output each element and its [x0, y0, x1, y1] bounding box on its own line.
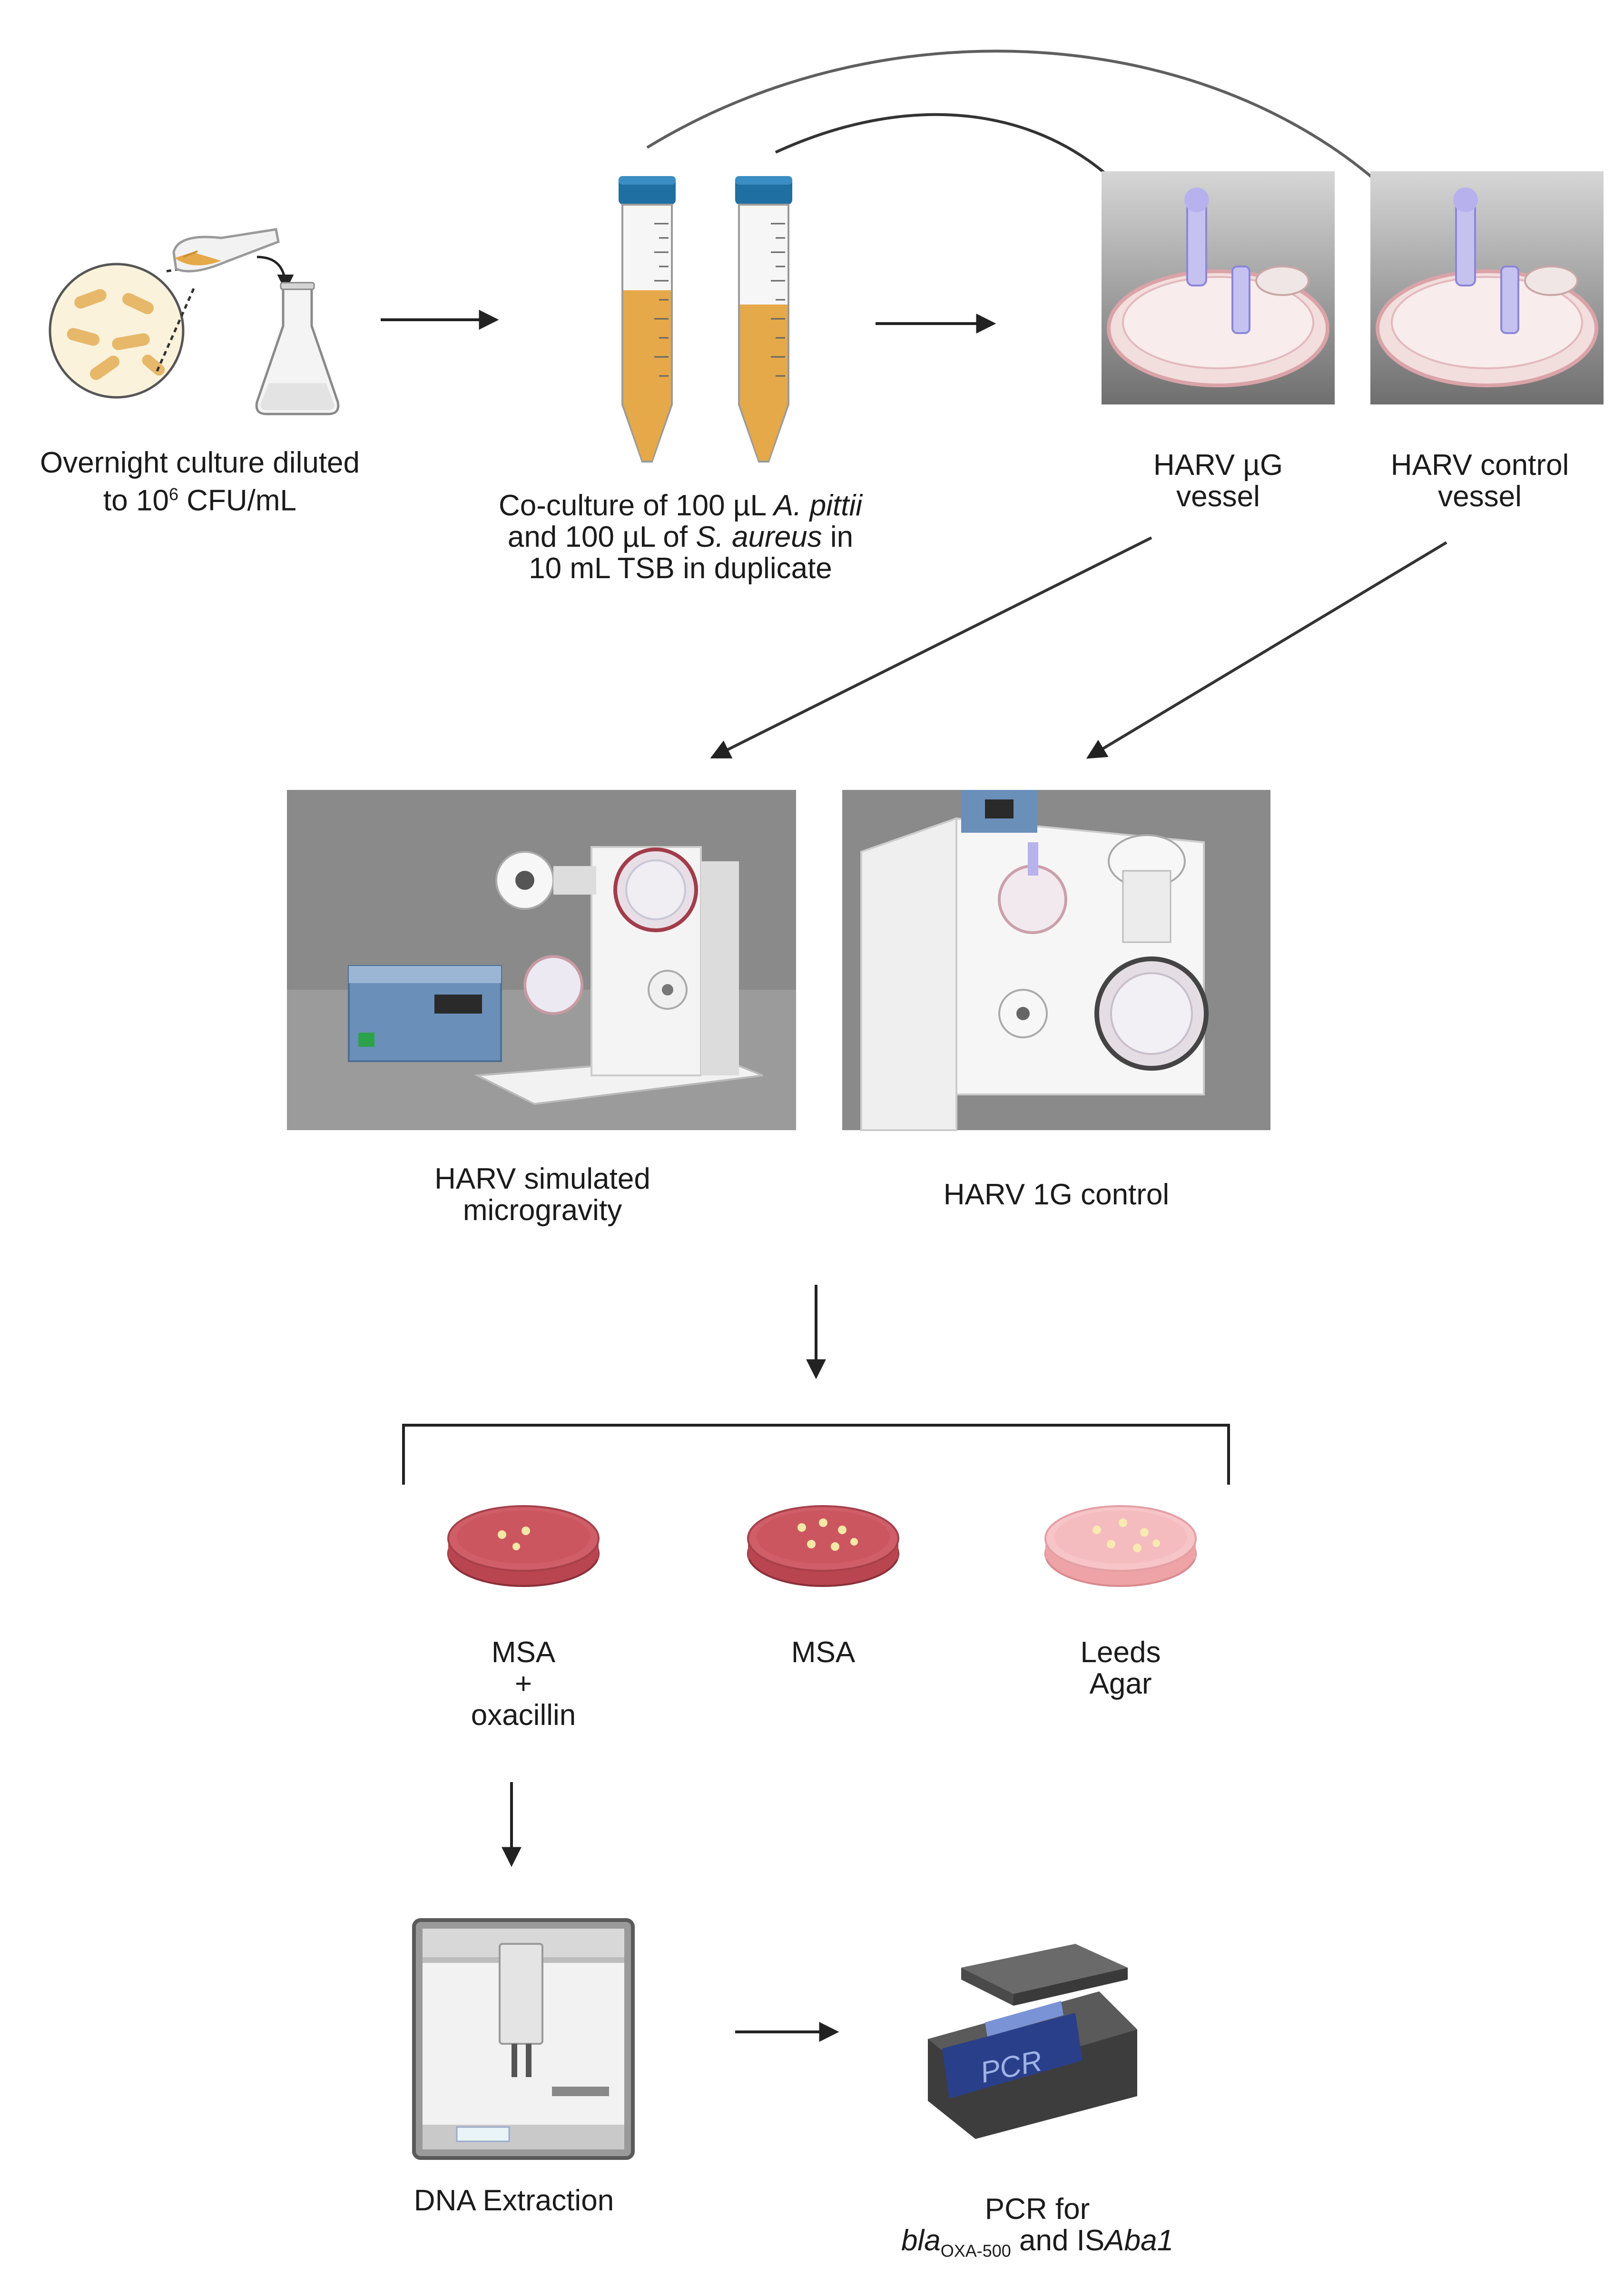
step1-label-line1: Overnight culture diluted: [39, 446, 360, 479]
plate-label-msa: MSA: [704, 1637, 942, 1668]
arrow-vessel-to-1g: [1086, 541, 1447, 759]
vessel-ug-line2: vessel: [1176, 480, 1260, 513]
arrow-vessel-to-sim: [710, 536, 1152, 759]
step2-organism-2: S. aureus: [696, 521, 822, 553]
pcr-element: Aba1: [1104, 2224, 1174, 2257]
dna-extraction-robot-icon: [412, 1918, 635, 2160]
harv-sim-line2: microgravity: [463, 1194, 622, 1227]
petri-bacteria-icon: [49, 263, 185, 399]
step1-label-line2: to 106 CFU/mL: [10, 479, 390, 517]
falcon-tube-icon: [735, 176, 792, 463]
pcr-mid: and IS: [1011, 2224, 1105, 2257]
step2-line1: Co-culture of 100 µL A. pittii: [466, 490, 895, 522]
step2-line2: and 100 µL of S. aureus in: [466, 522, 895, 553]
pouring-flask-icon: [172, 228, 280, 273]
vessel-ug-line1: HARV µG: [1153, 449, 1283, 482]
pcr-line2: blaOXA-500 and ISAba1: [847, 2225, 1228, 2266]
step1-label: Overnight culture diluted to 106 CFU/mL: [10, 447, 390, 517]
pour-arrow: [256, 256, 294, 291]
plate1-line1: MSA: [491, 1636, 556, 1669]
harv-sim-label: HARV simulated microgravity: [352, 1163, 733, 1226]
pcr-line1: PCR for: [984, 2193, 1090, 2226]
step2-line2-suffix: in: [822, 521, 854, 553]
step2-line2-prefix: and 100 µL of: [507, 521, 696, 553]
step2-line1-prefix: Co-culture of 100 µL: [498, 489, 774, 522]
harv-vessel-icon: [1102, 171, 1335, 404]
plate2-line1: MSA: [791, 1636, 856, 1669]
vessel-control-label: HARV control vessel: [1361, 450, 1599, 512]
harv-1g-line1: HARV 1G control: [943, 1178, 1170, 1211]
vessel-ug-label: HARV µG vessel: [1099, 450, 1337, 512]
dna-label: DNA Extraction: [371, 2185, 657, 2217]
step2-line3: 10 mL TSB in duplicate: [529, 552, 832, 585]
step1-line2-sup: 6: [168, 484, 178, 504]
harv-1g-label: HARV 1G control: [866, 1179, 1247, 1211]
falcon-tube-icon: [619, 176, 676, 463]
agar-plate-icon: [747, 1505, 899, 1587]
plate3-line2: Agar: [1089, 1667, 1152, 1700]
plate-label-leeds: Leeds Agar: [1002, 1637, 1240, 1700]
plate-label-msa-oxacillin: MSA + oxacillin: [404, 1637, 642, 1731]
plate3-line1: Leeds: [1080, 1636, 1161, 1669]
step2-organism-1: A. pittii: [773, 489, 862, 522]
rotating-wall-bioreactor-icon: [842, 790, 1270, 1131]
vessel-control-line2: vessel: [1438, 480, 1522, 513]
agar-plate-icon: [1044, 1505, 1197, 1587]
step1-line2-prefix: to 10: [103, 484, 169, 517]
vessel-control-line1: HARV control: [1390, 449, 1569, 482]
harv-vessel-icon: [1370, 171, 1604, 404]
pcr-gene-sub: OXA-500: [940, 2241, 1011, 2261]
plate1-line2: +: [514, 1667, 532, 1700]
pcr-label: PCR for blaOXA-500 and ISAba1: [847, 2194, 1228, 2266]
flask-icon: [255, 282, 340, 415]
rotating-wall-bioreactor-icon: [287, 790, 796, 1130]
pcr-gene: bla: [901, 2224, 941, 2257]
dna-label-text: DNA Extraction: [413, 2184, 614, 2217]
harv-sim-line1: HARV simulated: [434, 1163, 650, 1195]
arrow-curve-to-control-vessel: [646, 49, 1435, 241]
plates-bracket: [402, 1424, 1230, 1485]
agar-plate-icon: [447, 1505, 600, 1587]
plate1-line3: oxacillin: [471, 1699, 576, 1732]
step2-label: Co-culture of 100 µL A. pittii and 100 µ…: [466, 490, 895, 584]
step1-line2-suffix: CFU/mL: [178, 484, 296, 517]
pcr-machine-icon: PCR: [928, 1944, 1137, 2139]
